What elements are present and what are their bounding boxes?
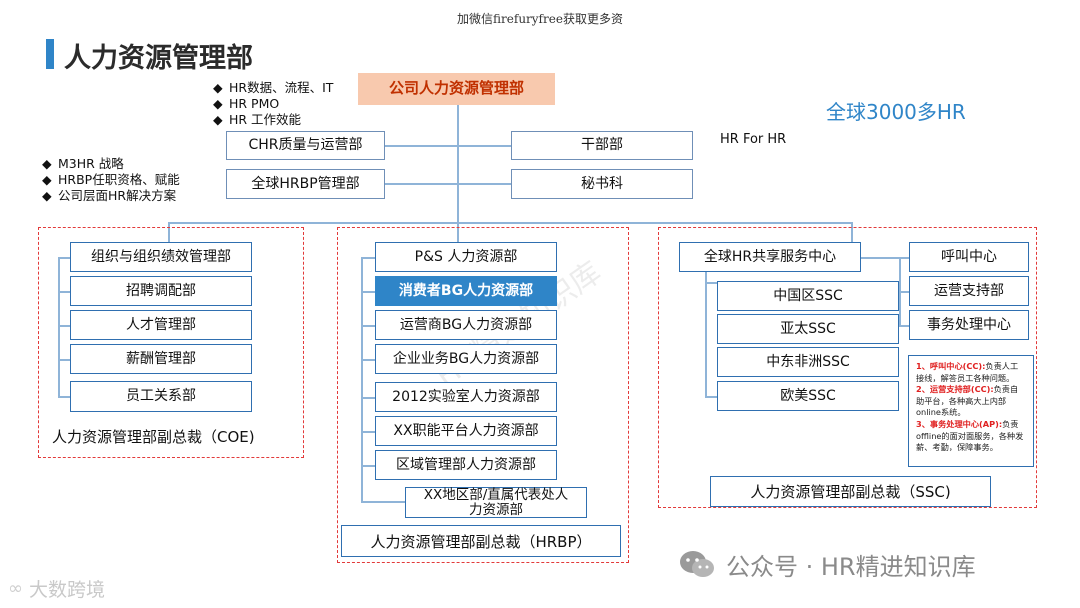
hrbp-tick: [361, 501, 405, 503]
top-box-company-hr: 公司人力资源管理部: [358, 73, 555, 105]
ssc-region-tick: [705, 396, 717, 398]
hrbp-vp-label: 人力资源管理部副总裁（HRBP）: [341, 525, 621, 557]
connector-left-spur-1: [385, 145, 458, 147]
connector-hrbp-drop: [457, 222, 459, 242]
wechat-icon: [680, 550, 714, 577]
ssc-region-tick: [705, 282, 717, 284]
cadre-dept-box: 干部部: [511, 131, 693, 160]
ssc-center-link: [861, 257, 909, 259]
hrbp-item-highlighted: 消费者BG人力资源部: [375, 276, 557, 306]
ssc-region-item: 中国区SSC: [717, 281, 899, 311]
coe-vp-label: 人力资源管理部副总裁（COE): [52, 428, 255, 446]
coe-item: 薪酬管理部: [70, 344, 252, 374]
coe-item: 组织与组织绩效管理部: [70, 242, 252, 272]
ssc-region-item: 欧美SSC: [717, 381, 899, 411]
left-bullet-list: ◆M3HR 战略 ◆HRBP任职资格、赋能 ◆公司层面HR解决方案: [42, 156, 180, 204]
left-bullet-item: ◆公司层面HR解决方案: [42, 188, 177, 203]
hr-for-hr-label: HR For HR: [720, 132, 787, 147]
top-bullet-item: ◆HR PMO: [213, 96, 280, 111]
ssc-region-spine-stub: [705, 272, 707, 282]
hrbp-tick: [361, 397, 375, 399]
connector-right-spur-1: [458, 145, 511, 147]
coe-tick: [58, 291, 70, 293]
hrbp-tick: [361, 431, 375, 433]
hrbp-spine: [361, 257, 363, 501]
hrbp-item: P&S 人力资源部: [375, 242, 557, 272]
connector-horizontal-bus: [168, 222, 851, 224]
connector-main-vertical: [457, 105, 459, 230]
global-hr-count: 全球3000多HR: [826, 100, 966, 124]
hrbp-tick: [361, 291, 375, 293]
coe-tick: [58, 359, 70, 361]
ssc-function-item: 呼叫中心: [909, 242, 1029, 272]
ssc-note-item: 2、运营支持部(CC):负责自助平台，各种高大上内部online系统。: [916, 384, 1026, 419]
ssc-vp-label: 人力资源管理部副总裁（SSC): [710, 476, 991, 507]
top-bullet-item: ◆HR 工作效能: [213, 112, 302, 127]
ssc-center-box: 全球HR共享服务中心: [679, 242, 861, 272]
ssc-note-item: 3、事务处理中心(AP):负责offline的面对面服务，各种发薪、考勤，保障事…: [916, 419, 1026, 454]
top-watermark-text: 加微信firefuryfree获取更多资: [457, 12, 623, 26]
chr-quality-ops-box: CHR质量与运营部: [226, 131, 385, 160]
hrbp-regional-line: 力资源部: [469, 501, 523, 518]
left-bullet-item: ◆M3HR 战略: [42, 156, 124, 171]
ssc-function-tick: [899, 325, 909, 327]
top-bullet-list: ◆HR数据、流程、IT ◆HR PMO ◆HR 工作效能: [213, 80, 333, 128]
hrbp-group: [337, 227, 629, 563]
hrbp-item: 2012实验室人力资源部: [375, 382, 557, 412]
coe-item: 员工关系部: [70, 381, 252, 412]
ssc-function-tick: [899, 291, 909, 293]
hrbp-tick: [361, 257, 375, 259]
global-hrbp-mgmt-box: 全球HRBP管理部: [226, 169, 385, 199]
ssc-region-item: 亚太SSC: [717, 314, 899, 344]
hrbp-item: 运营商BG人力资源部: [375, 310, 557, 340]
footer-brand-left: ∞ 大数跨境: [8, 575, 105, 602]
coe-tick: [58, 325, 70, 327]
hrbp-tick: [361, 359, 375, 361]
ssc-function-item: 运营支持部: [909, 276, 1029, 306]
coe-tick: [58, 396, 70, 398]
ssc-function-item: 事务处理中心: [909, 310, 1029, 340]
ssc-region-spine: [705, 282, 707, 397]
footer-brand-right: 公众号 · HR精进知识库: [678, 547, 976, 582]
coe-group: [38, 227, 304, 458]
secretariat-box: 秘书科: [511, 169, 693, 199]
page-title: 人力资源管理部: [64, 43, 253, 74]
hrbp-tick: [361, 465, 375, 467]
hrbp-regional-line: XX地区部/直属代表处人: [423, 486, 569, 503]
footer-brand-right-text: 公众号 · HR精进知识库: [726, 553, 976, 581]
ssc-note-label: 3、事务处理中心(AP):: [916, 418, 1003, 429]
connector-coe-drop: [168, 222, 170, 242]
connector-right-spur-2: [458, 183, 511, 185]
title-accent-bar: [46, 39, 54, 69]
coe-tick: [58, 257, 70, 259]
ssc-note-box: 1、呼叫中心(CC):负责人工接线，解答员工各种问题。 2、运营支持部(CC):…: [908, 355, 1034, 467]
footer-brand-left-text: 大数跨境: [29, 579, 106, 601]
ssc-note-label: 2、运营支持部(CC):: [916, 384, 994, 395]
ssc-note-item: 1、呼叫中心(CC):负责人工接线，解答员工各种问题。: [916, 361, 1026, 384]
coe-item: 人才管理部: [70, 310, 252, 340]
ssc-note-label: 1、呼叫中心(CC):: [916, 361, 986, 371]
ssc-group: [658, 227, 1037, 508]
hrbp-item: 区域管理部人力资源部: [375, 450, 557, 480]
coe-item: 招聘调配部: [70, 276, 252, 306]
hrbp-tick: [361, 325, 375, 327]
coe-spine: [58, 257, 60, 397]
ssc-note-text: 负责自助平台，各种高大上内部online系统。: [916, 384, 1019, 418]
hrbp-regional-box: XX地区部/直属代表处人 力资源部: [405, 487, 587, 518]
brand-logo-icon: ∞: [8, 578, 23, 599]
left-bullet-item: ◆HRBP任职资格、赋能: [42, 172, 180, 187]
ssc-note-text: 负责人工接线，解答员工各种问题。: [916, 361, 1019, 383]
connector-left-spur-2: [385, 183, 458, 185]
hrbp-item: 企业业务BG人力资源部: [375, 344, 557, 374]
hrbp-item: XX职能平台人力资源部: [375, 416, 557, 446]
top-bullet-item: ◆HR数据、流程、IT: [213, 80, 334, 95]
ssc-region-item: 中东非洲SSC: [717, 347, 899, 377]
connector-ssc-drop: [851, 222, 853, 242]
ssc-note-text: 负责offline的面对面服务，各种发薪、考勤，保障事务。: [916, 418, 1024, 453]
